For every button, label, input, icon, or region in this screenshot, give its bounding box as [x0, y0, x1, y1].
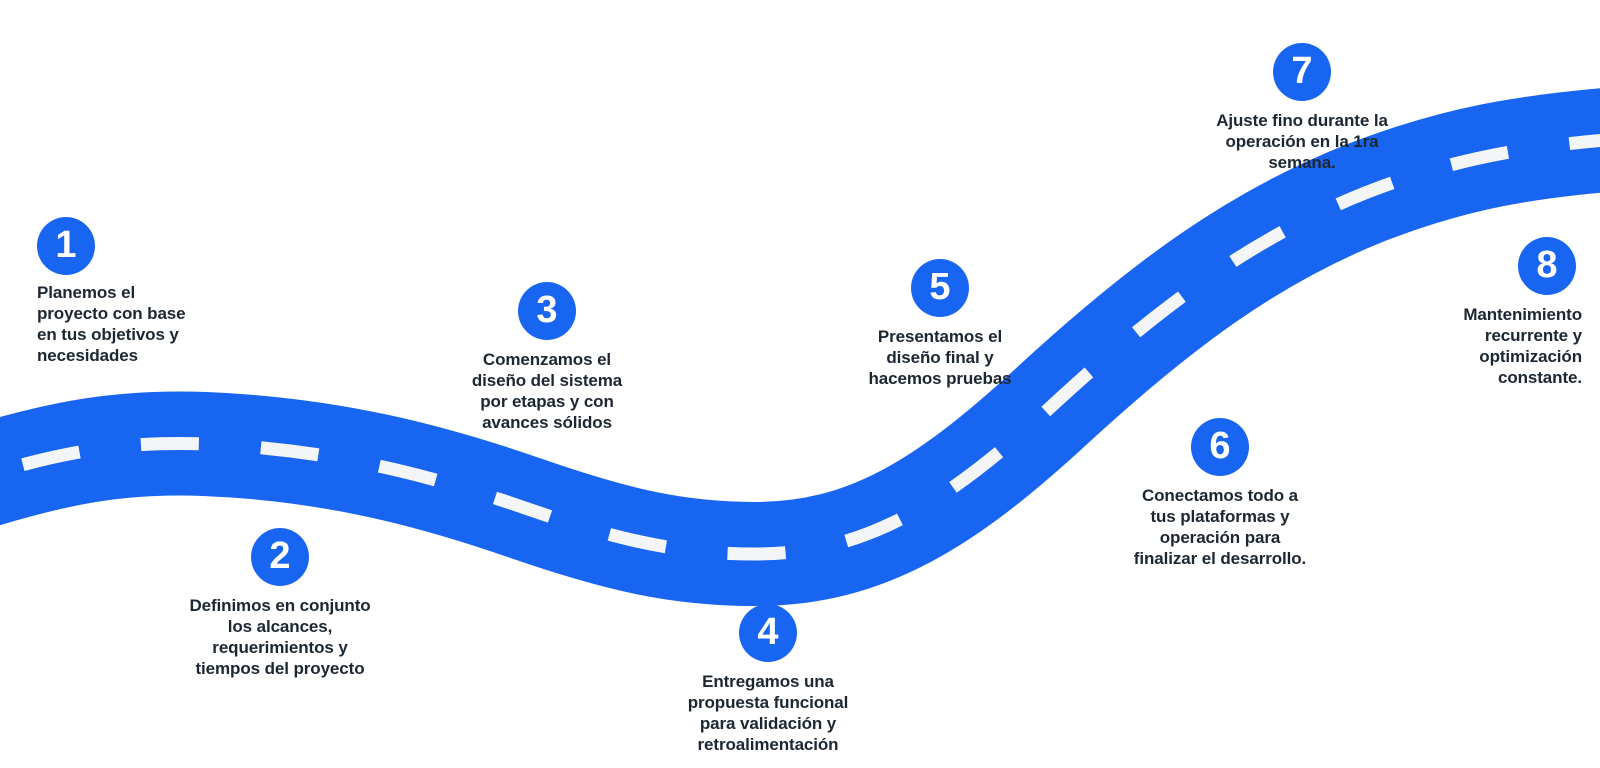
step-2-number: 2 [269, 535, 291, 577]
road-center-dashes [0, 133, 1600, 561]
step-6-number: 6 [1209, 425, 1231, 467]
roadmap-step-8: 8 Mantenimiento recurrente y optimizació… [1427, 237, 1582, 388]
step-5-number: 5 [929, 266, 951, 308]
step-7-number: 7 [1291, 50, 1313, 92]
step-3-number: 3 [536, 289, 558, 331]
step-3-description: Comenzamos el diseño del sistema por eta… [471, 350, 623, 432]
step-4-description: Entregamos una propuesta funcional para … [687, 672, 849, 754]
roadmap-step-4: 4 Entregamos una propuesta funcional par… [668, 604, 868, 755]
step-3-number-badge: 3 [518, 282, 576, 340]
roadmap-step-5: 5 Presentamos el diseño final y hacemos … [840, 259, 1040, 389]
roadmap-step-6: 6 Conectamos todo a tus plataformas y op… [1120, 418, 1320, 569]
step-2-number-badge: 2 [251, 528, 309, 586]
step-4-number: 4 [757, 611, 779, 653]
step-4-number-badge: 4 [739, 604, 797, 662]
step-7-description: Ajuste fino durante la operación en la 1… [1216, 111, 1388, 172]
step-6-description: Conectamos todo a tus plataformas y oper… [1133, 486, 1307, 568]
roadmap-step-7: 7 Ajuste fino durante la operación en la… [1192, 43, 1412, 173]
roadmap-step-2: 2 Definimos en conjunto los alcances, re… [180, 528, 380, 679]
step-1-number: 1 [55, 224, 77, 266]
step-5-number-badge: 5 [911, 259, 969, 317]
step-2-description: Definimos en conjunto los alcances, requ… [189, 596, 371, 678]
step-6-number-badge: 6 [1191, 418, 1249, 476]
roadmap-step-1: 1 Planemos el proyecto con base en tus o… [37, 217, 212, 366]
step-5-description: Presentamos el diseño final y hacemos pr… [868, 327, 1012, 388]
step-8-description: Mantenimiento recurrente y optimización … [1463, 305, 1582, 387]
step-7-number-badge: 7 [1273, 43, 1331, 101]
roadmap-step-3: 3 Comenzamos el diseño del sistema por e… [447, 282, 647, 433]
step-1-description: Planemos el proyecto con base en tus obj… [37, 283, 186, 365]
step-8-number-badge: 8 [1518, 237, 1576, 295]
step-8-number: 8 [1536, 244, 1558, 286]
step-1-number-badge: 1 [37, 217, 95, 275]
